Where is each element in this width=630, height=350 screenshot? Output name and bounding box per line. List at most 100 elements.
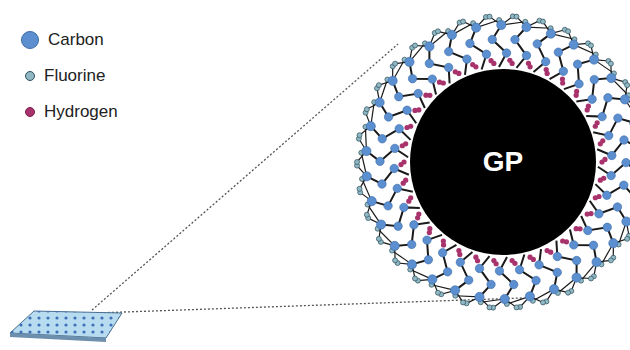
fluorine-atom (487, 14, 492, 19)
hydrogen-atom (427, 93, 432, 98)
carbon-atom (553, 268, 561, 276)
hydrogen-atom (585, 212, 590, 217)
carbon-atom (428, 275, 437, 284)
fluorine-atom (413, 276, 418, 281)
fluorine-atom (357, 186, 362, 191)
hydrogen-atom (456, 248, 461, 253)
carbon-atom (575, 80, 583, 88)
fluorine-atom (393, 258, 398, 263)
carbon-atom (465, 276, 473, 284)
carbon-atom (407, 260, 416, 269)
carbon-atom (488, 35, 496, 43)
carbon-atom (391, 144, 399, 152)
carbon-atom (443, 268, 451, 276)
carbon-atom (603, 191, 611, 199)
hydrogen-atom (602, 157, 607, 162)
carbon-atom (407, 240, 415, 248)
particle-label: GP (483, 146, 523, 178)
fluorine-atom (625, 236, 630, 241)
carbon-atom (620, 181, 628, 189)
carbon-atom (541, 57, 549, 65)
carbon-atom (589, 241, 597, 249)
carbon-atom (554, 48, 562, 56)
carbon-atom (475, 264, 483, 272)
ligand-chain (372, 188, 413, 205)
ligand-chain (564, 60, 594, 90)
carbon-atom (622, 158, 630, 166)
hydrogen-atom (441, 238, 446, 243)
carbon-atom (362, 146, 371, 155)
fluorine-atom (514, 305, 519, 310)
ligand-chain (380, 102, 417, 123)
carbon-atom (525, 292, 534, 301)
hydrogen-atom (491, 258, 496, 263)
legend-swatch (25, 71, 35, 81)
hydrogen-atom (510, 258, 515, 263)
carbon-atom (620, 95, 629, 104)
carbon-atom (510, 280, 518, 288)
carbon-atom (502, 49, 510, 57)
hydrogen-atom (585, 107, 590, 112)
carbon-atom (425, 42, 434, 51)
fluorine-atom (376, 83, 381, 88)
carbon-atom (604, 94, 612, 102)
carbon-atom (622, 217, 630, 226)
hydrogen-atom (416, 107, 421, 112)
carbon-atom (447, 30, 456, 39)
fluorine-atom (588, 43, 593, 48)
ligand-chain (492, 25, 506, 67)
fluorine-atom (357, 133, 362, 138)
carbon-atom (588, 95, 596, 103)
carbon-atom (590, 75, 598, 83)
carbon-atom (569, 40, 578, 49)
ligand-chain (367, 169, 409, 184)
carbon-atom (378, 180, 386, 188)
carbon-atom (366, 122, 375, 131)
carbon-atom (384, 202, 392, 210)
ligand-chain (581, 216, 613, 243)
hydrogen-atom (408, 124, 413, 129)
carbon-atom (613, 203, 621, 211)
particle-core (410, 69, 596, 255)
carbon-atom (609, 239, 618, 248)
ligand-chain (432, 245, 456, 280)
carbon-atom (376, 157, 384, 165)
hydrogen-atom (598, 178, 603, 183)
ligand-chain (470, 28, 487, 70)
hydrogen-atom (598, 141, 603, 146)
carbon-atom (572, 273, 581, 282)
fluorine-atom (608, 258, 613, 263)
legend-entry: Hydrogen (25, 102, 118, 122)
carbon-atom (393, 184, 401, 192)
carbon-atom (403, 106, 411, 114)
hydrogen-atom (441, 80, 446, 85)
hydrogen-atom (527, 255, 532, 260)
legend-label: Hydrogen (44, 102, 118, 122)
hydrogen-atom (593, 124, 598, 129)
ligand-chain (590, 201, 627, 222)
fluorine-atom (588, 276, 593, 281)
legend-label: Fluorine (44, 66, 105, 86)
carbon-atom (595, 210, 603, 218)
hydrogen-atom (527, 64, 532, 69)
ligand-chain (499, 257, 513, 299)
fluorine-atom (514, 14, 519, 19)
fluorine-atom (393, 61, 398, 66)
carbon-atom (423, 236, 431, 244)
ligand-chain (366, 148, 408, 161)
hydrogen-atom (545, 71, 550, 76)
carbon-atom (390, 241, 399, 250)
hydrogen-atom (427, 226, 432, 231)
carbon-atom (414, 89, 422, 97)
hydrogen-atom (560, 238, 565, 243)
carbon-atom (425, 59, 433, 67)
carbon-atom (570, 241, 578, 249)
fluorine-atom (376, 236, 381, 241)
carbon-atom (589, 55, 598, 64)
carbon-atom (522, 51, 530, 59)
legend-swatch (25, 107, 35, 117)
carbon-atom (598, 112, 606, 120)
legend-label: Carbon (48, 30, 104, 50)
hydrogen-atom (545, 248, 550, 253)
